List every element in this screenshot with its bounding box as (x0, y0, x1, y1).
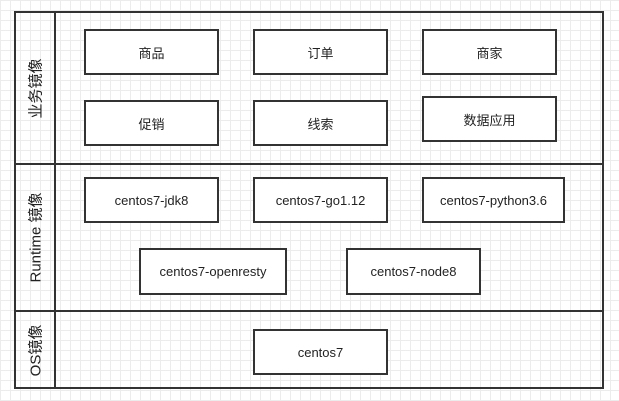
business-layer-label: 业务镜像 (16, 13, 54, 163)
label-column-divider (54, 11, 56, 389)
os-layer-label: OS镜像 (16, 312, 54, 389)
business-box-data-apps: 数据应用 (422, 96, 557, 142)
os-box-centos7: centos7 (253, 329, 388, 375)
layer-divider-runtime-os (14, 310, 604, 312)
business-box-promotion: 促销 (84, 100, 219, 146)
runtime-box-jdk8: centos7-jdk8 (84, 177, 219, 223)
runtime-box-go: centos7-go1.12 (253, 177, 388, 223)
diagram-frame (14, 11, 604, 389)
business-box-merchant: 商家 (422, 29, 557, 75)
business-box-product: 商品 (84, 29, 219, 75)
runtime-layer-label-text: Runtime 镜像 (27, 192, 45, 283)
business-layer-label-text: 业务镜像 (27, 57, 45, 119)
runtime-box-python: centos7-python3.6 (422, 177, 565, 223)
runtime-layer-label: Runtime 镜像 (16, 165, 54, 310)
business-box-leads: 线索 (253, 100, 388, 146)
layer-divider-business-runtime (14, 163, 604, 165)
os-layer-label-text: OS镜像 (27, 324, 45, 377)
business-box-order: 订单 (253, 29, 388, 75)
runtime-box-node8: centos7-node8 (346, 248, 481, 295)
runtime-box-openresty: centos7-openresty (139, 248, 287, 295)
